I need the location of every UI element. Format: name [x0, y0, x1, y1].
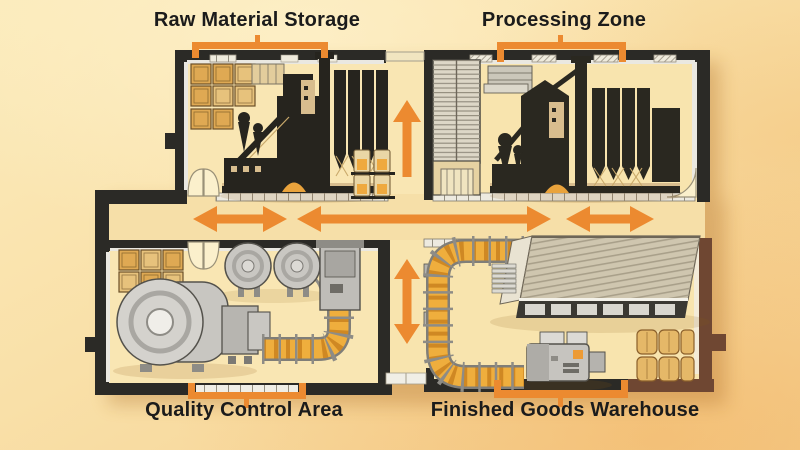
zone-processing — [432, 56, 680, 203]
grain-pile-icon — [282, 182, 306, 192]
stairs-icon — [491, 263, 517, 294]
rotary-drum-icon — [116, 278, 229, 372]
label-raw-material-storage: Raw Material Storage — [153, 9, 361, 31]
door-arcs — [187, 167, 697, 270]
round-tank-icon — [273, 242, 324, 297]
double-door-quality-control — [187, 241, 204, 270]
zone-brackets — [188, 35, 628, 408]
zone-quality-control — [113, 240, 364, 379]
label-finished-goods-warehouse: Finished Goods Warehouse — [430, 399, 700, 421]
arrow-double-horizontal-left-icon — [193, 206, 287, 232]
label-quality-control-area: Quality Control Area — [145, 399, 343, 421]
flow-arrows — [193, 100, 654, 344]
door-processing-right — [666, 167, 697, 198]
control-machine-icon — [316, 240, 364, 311]
label-processing-zone: Processing Zone — [481, 9, 647, 31]
inspection-conveyor-icon — [262, 308, 354, 364]
bracket-processing-zone — [497, 35, 626, 62]
bracket-raw-material-storage — [192, 35, 328, 58]
pallet-icon — [483, 65, 533, 94]
double-door-storage — [187, 168, 204, 197]
zone-raw-material-storage — [190, 52, 395, 203]
grain-pile-icon — [545, 184, 569, 193]
bracket-quality-control-area — [188, 383, 306, 408]
bracket-finished-goods-warehouse — [494, 380, 628, 407]
pallet-icon — [251, 63, 285, 85]
corrugated-tower-icon — [432, 59, 481, 196]
zone-warehouse — [423, 235, 710, 392]
barrels-icon — [351, 149, 395, 199]
processing-plant-silhouette-icon — [490, 56, 680, 193]
arrow-double-horizontal-center-icon — [297, 206, 551, 232]
packing-machine-icon — [526, 331, 606, 382]
round-tank-icon — [224, 242, 272, 297]
warehouse-building-icon — [499, 235, 701, 318]
window-slots-processing — [469, 54, 677, 63]
top-passage-door — [385, 51, 425, 62]
arrow-double-horizontal-right-icon — [566, 206, 654, 232]
u-conveyor-icon — [423, 236, 524, 392]
arrow-double-vertical-icon — [394, 259, 420, 344]
storage-crates-icon — [190, 63, 256, 130]
pallet-sacks-icon — [636, 329, 695, 382]
arrow-up-icon — [393, 100, 421, 177]
